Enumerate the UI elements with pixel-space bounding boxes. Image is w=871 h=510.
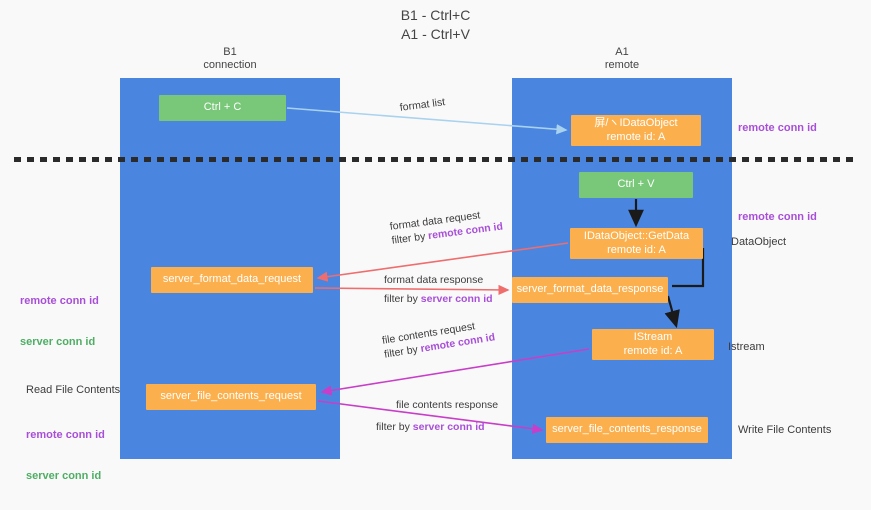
edge-label-file-contents-response: file contents response filter by server … (376, 398, 498, 434)
column-header-b1-text: B1 (223, 46, 237, 58)
edge-label-file-contents-response-line1: file contents response (396, 399, 499, 411)
edge-label-format-data-response-line1: format data response (384, 274, 484, 286)
edge-label-file-contents-response-line2: filter by server conn id (376, 420, 498, 434)
node-server-file-contents-request[interactable]: server_file_contents_request (146, 384, 316, 410)
edge-label-format-data-request: format data request filter by remote con… (389, 206, 504, 248)
label-left-remote-conn-id-mid: remote conn id (20, 295, 99, 307)
filter-by-prefix: filter by (384, 293, 421, 305)
page-title: B1 - Ctrl+C A1 - Ctrl+V (400, 7, 471, 42)
filter-key-server-conn-id: server conn id (420, 293, 493, 305)
edge-label-format-list: format list (399, 95, 446, 115)
edge-label-format-data-response-line2: filter by server conn id (384, 292, 493, 306)
node-ctrl-v[interactable]: Ctrl + V (579, 172, 693, 198)
filter-by-prefix: filter by (376, 421, 413, 433)
label-right-istream: Istream (728, 341, 765, 353)
node-server-format-data-request[interactable]: server_format_data_request (151, 267, 313, 293)
label-left-remote-conn-id-bottom: remote conn id (26, 429, 105, 441)
filter-by-prefix: filter by (390, 230, 429, 247)
label-right-remote-conn-id-top: remote conn id (738, 122, 817, 134)
node-server-file-contents-response[interactable]: server_file_contents_response (546, 417, 708, 443)
label-right-write-file-contents: Write File Contents (738, 424, 832, 436)
node-idataobject[interactable]: 屏/ヽIDataObject remote id: A (571, 115, 701, 146)
node-ctrl-c[interactable]: Ctrl + C (159, 95, 286, 121)
node-idataobject-getdata[interactable]: IDataObject::GetData remote id: A (570, 228, 703, 259)
filter-key-server-conn-id: server conn id (412, 421, 485, 433)
label-left-conn-ids-mid: remote conn id server conn id (20, 268, 99, 376)
column-header-a1-role: remote (604, 59, 640, 71)
edge-label-format-list-text: format list (399, 96, 446, 114)
label-right-remote-conn-id-mid: remote conn id (738, 211, 817, 223)
label-left-conn-ids-bottom: remote conn id server conn id (26, 402, 105, 510)
phase-divider (14, 157, 859, 162)
column-header-b1-role: connection (203, 59, 257, 71)
label-left-server-conn-id-mid: server conn id (20, 335, 96, 348)
label-left-server-conn-id-bottom: server conn id (26, 469, 102, 482)
label-left-read-file-contents: Read File Contents (26, 384, 121, 396)
column-header-a1-text: A1 (615, 46, 629, 58)
label-right-dataobject: DataObject (731, 236, 787, 248)
node-istream[interactable]: IStream remote id: A (592, 329, 714, 360)
node-server-format-data-response[interactable]: server_format_data_response (512, 277, 668, 303)
edge-label-format-data-response: format data response filter by server co… (384, 273, 493, 306)
edge-label-file-contents-request: file contents request filter by remote c… (381, 316, 496, 361)
